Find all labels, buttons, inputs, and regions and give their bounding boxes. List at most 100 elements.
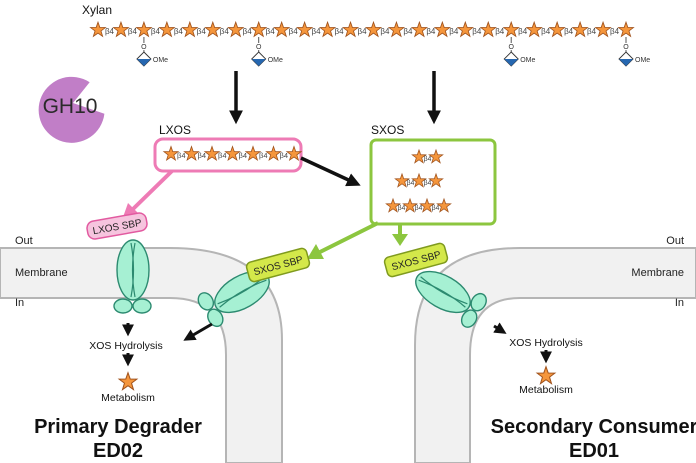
xylan-linkage: β4 [174, 27, 184, 36]
out-label-left: Out [15, 235, 33, 247]
sxos-xylotetraose-linkage: β4 [398, 205, 406, 212]
xylan-sugar [181, 21, 198, 37]
lxos-linkage: β4 [259, 151, 268, 160]
xylan-sugar [434, 21, 451, 37]
xylan-sugar [227, 21, 244, 37]
hydrolysis-label-right: XOS Hydrolysis [509, 337, 583, 349]
metabolism-label-left: Metabolism [101, 392, 155, 404]
lxos-linkage: β4 [239, 151, 248, 160]
gh10-label: GH10 [43, 95, 98, 118]
xylan-label: Xylan [82, 3, 112, 17]
xylan-sugar [273, 21, 290, 37]
xylan-linkage: β4 [518, 27, 528, 36]
xylan-linkage: β4 [587, 27, 597, 36]
lxos-linkage: β4 [218, 151, 227, 160]
xylan-linkage: β4 [357, 27, 367, 36]
xylan-sugar [480, 21, 497, 37]
methyl-label: OMe [268, 57, 283, 64]
side-chain-oxygen: O [141, 44, 147, 51]
sxos-label: SXOS [371, 123, 404, 137]
in-label-left: In [15, 297, 24, 309]
xylan-linkage: β4 [197, 27, 207, 36]
xylan-linkage: β4 [403, 27, 413, 36]
xylan-chain: β4 β4 β4 β4 β4 β4 β4 β4 β4 β4 β4 β4 β4 β4 β4 β4 β4 β4 β4 β4… [89, 21, 635, 37]
side-chain-oxygen: O [256, 44, 262, 51]
out-label-right: Out [666, 235, 684, 247]
xylan-linkage: β4 [266, 27, 276, 36]
methyl-glucuronic-fill [136, 59, 151, 66]
xylan-sugar [89, 21, 107, 37]
xylan-sugar [365, 21, 382, 37]
xylan-sugar [595, 21, 612, 37]
sxos-xylotriose-linkage: β4 [407, 180, 415, 187]
sxos-xylotriose-linkage: β4 [424, 180, 432, 187]
methyl-label: OMe [520, 57, 535, 64]
side-chain-oxygen: O [508, 44, 514, 51]
monosaccharide-star-right [536, 366, 556, 385]
xylan-linkage: β4 [449, 27, 459, 36]
xylan-linkage: β4 [151, 27, 161, 36]
xylan-sugar [572, 21, 589, 37]
xylan-linkage: β4 [610, 27, 620, 36]
lxos-oligo: β4 β4 β4 β4 β4 β4 [163, 146, 302, 161]
xylan-linkage: β4 [541, 27, 551, 36]
xylan-sugar [342, 21, 359, 37]
xylan-linkage: β4 [220, 27, 230, 36]
arrow-lxos-to-sxos [300, 156, 361, 187]
xylan-sugar [617, 21, 635, 37]
arrow-sxos-to-left-sbp [319, 221, 379, 254]
arrow-sxos-to-right-sbp-head [392, 234, 408, 246]
xylan-linkage: β4 [472, 27, 482, 36]
in-label-right: In [675, 297, 684, 309]
secondary-title: Secondary Consumer [491, 416, 696, 438]
monosaccharide-star-left [118, 372, 138, 391]
xylan-sugar [158, 21, 175, 37]
xylan-linkage: β4 [495, 27, 505, 36]
sxos-oligos: β4 β4 β4 β4 β4 β4 [385, 149, 452, 213]
methyl-label: OMe [153, 57, 168, 64]
xylan-sugar [204, 21, 221, 37]
sxos-sbp-left: SXOS SBP [245, 247, 311, 283]
xylan-linkage: β4 [380, 27, 390, 36]
metabolism-label-right: Metabolism [519, 384, 573, 396]
sxos-xylotetraose-linkage: β4 [432, 205, 440, 212]
xylan-sugar [135, 21, 152, 37]
lxos-linkage: β4 [177, 151, 186, 160]
arrow-right-transporter-to-hydrolysis [493, 322, 507, 334]
lxos-label: LXOS [159, 123, 191, 137]
hydrolysis-label-left: XOS Hydrolysis [89, 340, 163, 352]
sxos-sbp-right: SXOS SBP [383, 242, 449, 278]
xylan-sugar [250, 21, 267, 37]
methyl-glucuronic-fill [504, 59, 519, 66]
gh10-enzyme-shape [38, 76, 105, 143]
primary-code: ED02 [93, 440, 143, 462]
arrow-sxos-transporter-to-hydrolysis [183, 322, 213, 341]
xylan-sugar [388, 21, 405, 37]
xylan-side-chains: O OMe O OMe O OMe O OMe [136, 37, 650, 67]
membrane-label-right: Membrane [631, 267, 684, 279]
xylan-linkage: β4 [335, 27, 345, 36]
sxos-xylobiose-linkage: β4 [424, 156, 432, 163]
xylan-linkage: β4 [128, 27, 138, 36]
xylan-linkage: β4 [564, 27, 574, 36]
lxos-linkage: β4 [280, 151, 289, 160]
xylan-linkage: β4 [243, 27, 253, 36]
xylan-sugar [319, 21, 336, 37]
sxos-xylotetraose-linkage: β4 [415, 205, 423, 212]
xylan-sugar [503, 21, 520, 37]
xylan-sugar [549, 21, 566, 37]
side-chain-oxygen: O [623, 44, 629, 51]
xylan-sugar [457, 21, 474, 37]
xylan-sugar [112, 21, 129, 37]
arrow-sxos-to-left-sbp-head [307, 244, 324, 259]
xylan-linkage: β4 [105, 27, 115, 36]
xylan-linkage: β4 [426, 27, 436, 36]
xylan-sugar [411, 21, 428, 37]
lxos-linkage: β4 [198, 151, 207, 160]
methyl-label: OMe [635, 57, 650, 64]
primary-title: Primary Degrader [34, 416, 202, 438]
membrane-label-left: Membrane [15, 267, 68, 279]
xylan-sugar [526, 21, 543, 37]
xylan-linkage: β4 [312, 27, 322, 36]
